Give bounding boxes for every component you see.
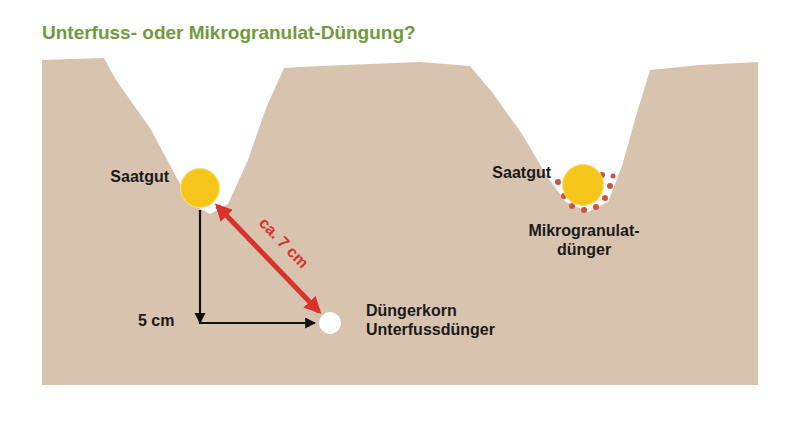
node-label: Düngerkorn Unterfussdünger — [366, 301, 516, 339]
corner-arrowhead — [195, 313, 206, 324]
diagram-title: Unterfuss- oder Mikrogranulat-Düngung? — [42, 22, 416, 44]
distance-arrow — [217, 206, 319, 311]
edge-label: ca. 7 cm — [256, 214, 313, 272]
node-label: Saatgut — [492, 163, 551, 182]
seed-circle: Saatgut — [180, 168, 220, 208]
seed-circle: Saatgut — [562, 164, 604, 206]
connector-group — [195, 210, 316, 324]
soil-profile — [42, 58, 758, 385]
connector-group — [217, 206, 319, 311]
dimension-label: 5 cm — [138, 311, 174, 330]
node-label: Saatgut — [110, 167, 169, 186]
fertilizer-label: Mikrogranulat- dünger — [516, 221, 652, 259]
dimension-arrow — [200, 210, 315, 323]
fertilizer-granule: Düngerkorn Unterfussdünger — [319, 312, 341, 334]
